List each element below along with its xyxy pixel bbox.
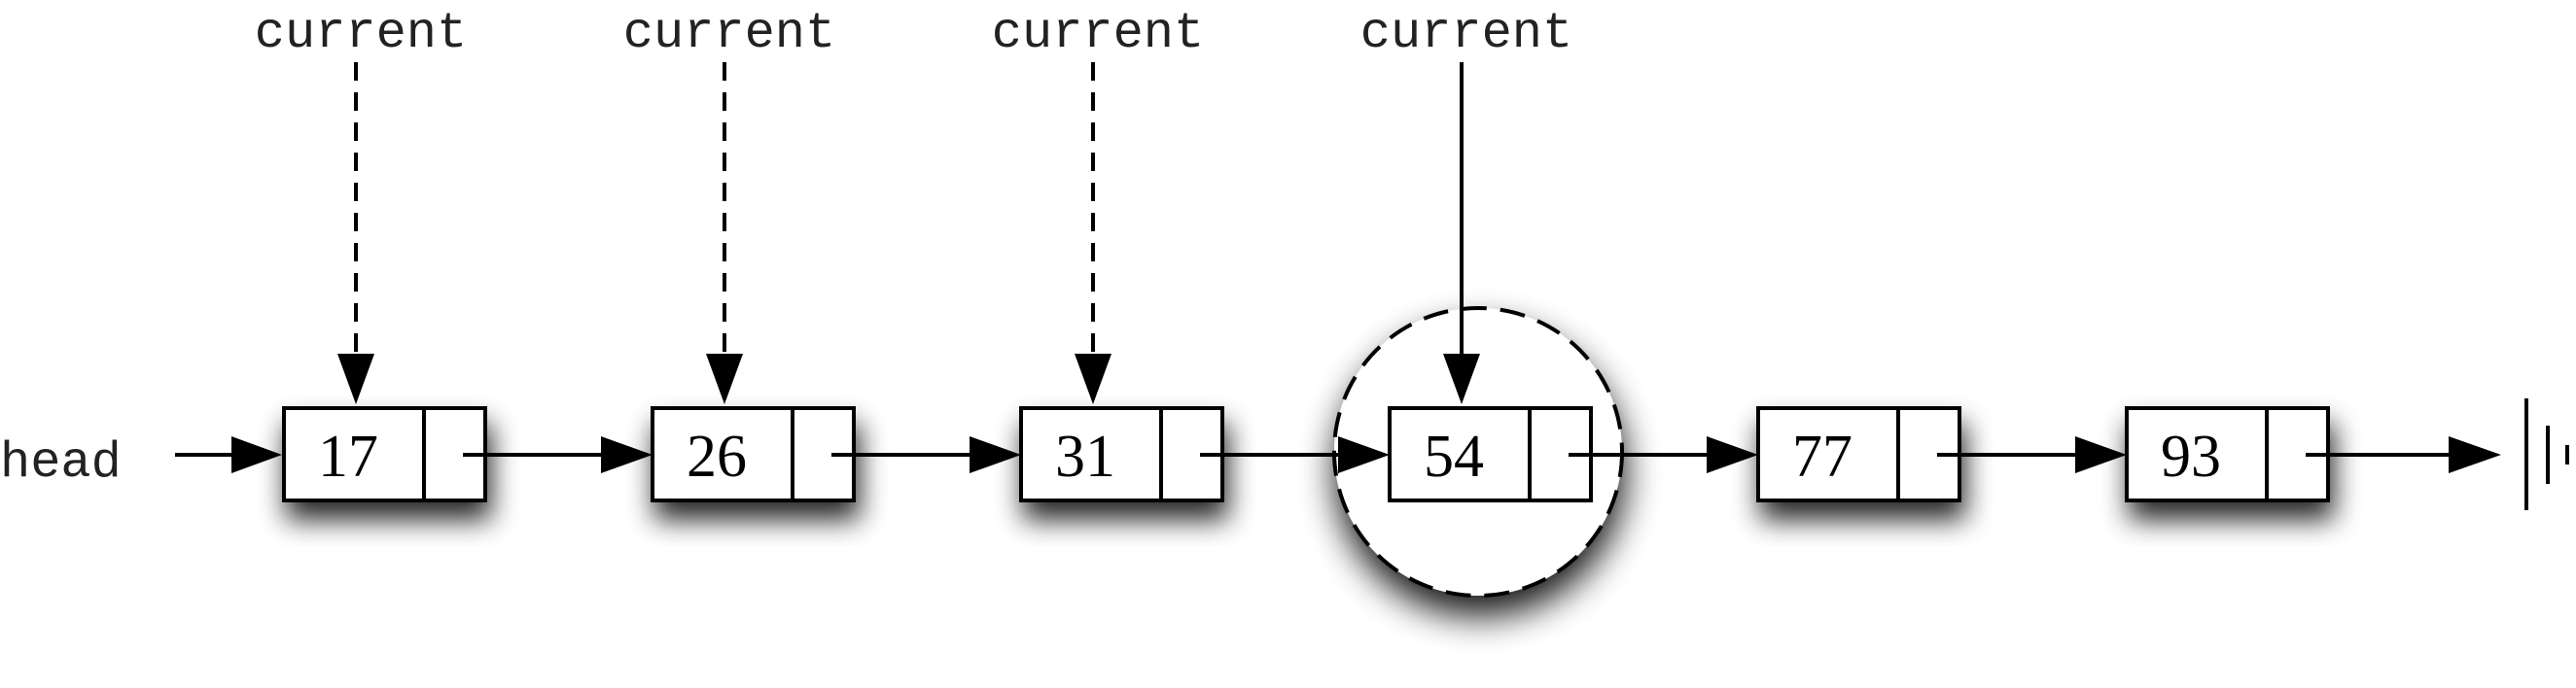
null-ground-icon bbox=[2524, 398, 2569, 510]
next-arrow-2 bbox=[1200, 436, 1390, 473]
node-value: 26 bbox=[687, 424, 747, 490]
node-value: 31 bbox=[1055, 424, 1115, 490]
current-pointer-3: current bbox=[1360, 5, 1572, 404]
node-3: 54 bbox=[1388, 406, 1593, 502]
node-1: 26 bbox=[651, 406, 856, 502]
node-value: 17 bbox=[318, 424, 378, 490]
node-value: 93 bbox=[2161, 424, 2221, 490]
node-4: 77 bbox=[1756, 406, 1961, 502]
head-label: head bbox=[0, 434, 122, 492]
node-0: 17 bbox=[282, 406, 487, 502]
next-arrow-0 bbox=[463, 436, 653, 473]
current-label: current bbox=[623, 5, 835, 62]
node-5: 93 bbox=[2125, 406, 2330, 502]
current-label: current bbox=[255, 5, 467, 62]
node-2: 31 bbox=[1019, 406, 1224, 502]
current-pointer-0: current bbox=[255, 5, 467, 404]
next-arrow-5 bbox=[2306, 436, 2501, 473]
head-arrow bbox=[175, 436, 282, 473]
next-arrow-1 bbox=[831, 436, 1021, 473]
current-pointer-2: current bbox=[992, 5, 1204, 404]
next-arrow-3 bbox=[1569, 436, 1758, 473]
current-pointer-1: current bbox=[623, 5, 835, 404]
current-label: current bbox=[1360, 5, 1572, 62]
node-value: 77 bbox=[1792, 424, 1853, 490]
node-value: 54 bbox=[1424, 424, 1484, 490]
next-arrow-4 bbox=[1937, 436, 2127, 473]
current-label: current bbox=[992, 5, 1204, 62]
